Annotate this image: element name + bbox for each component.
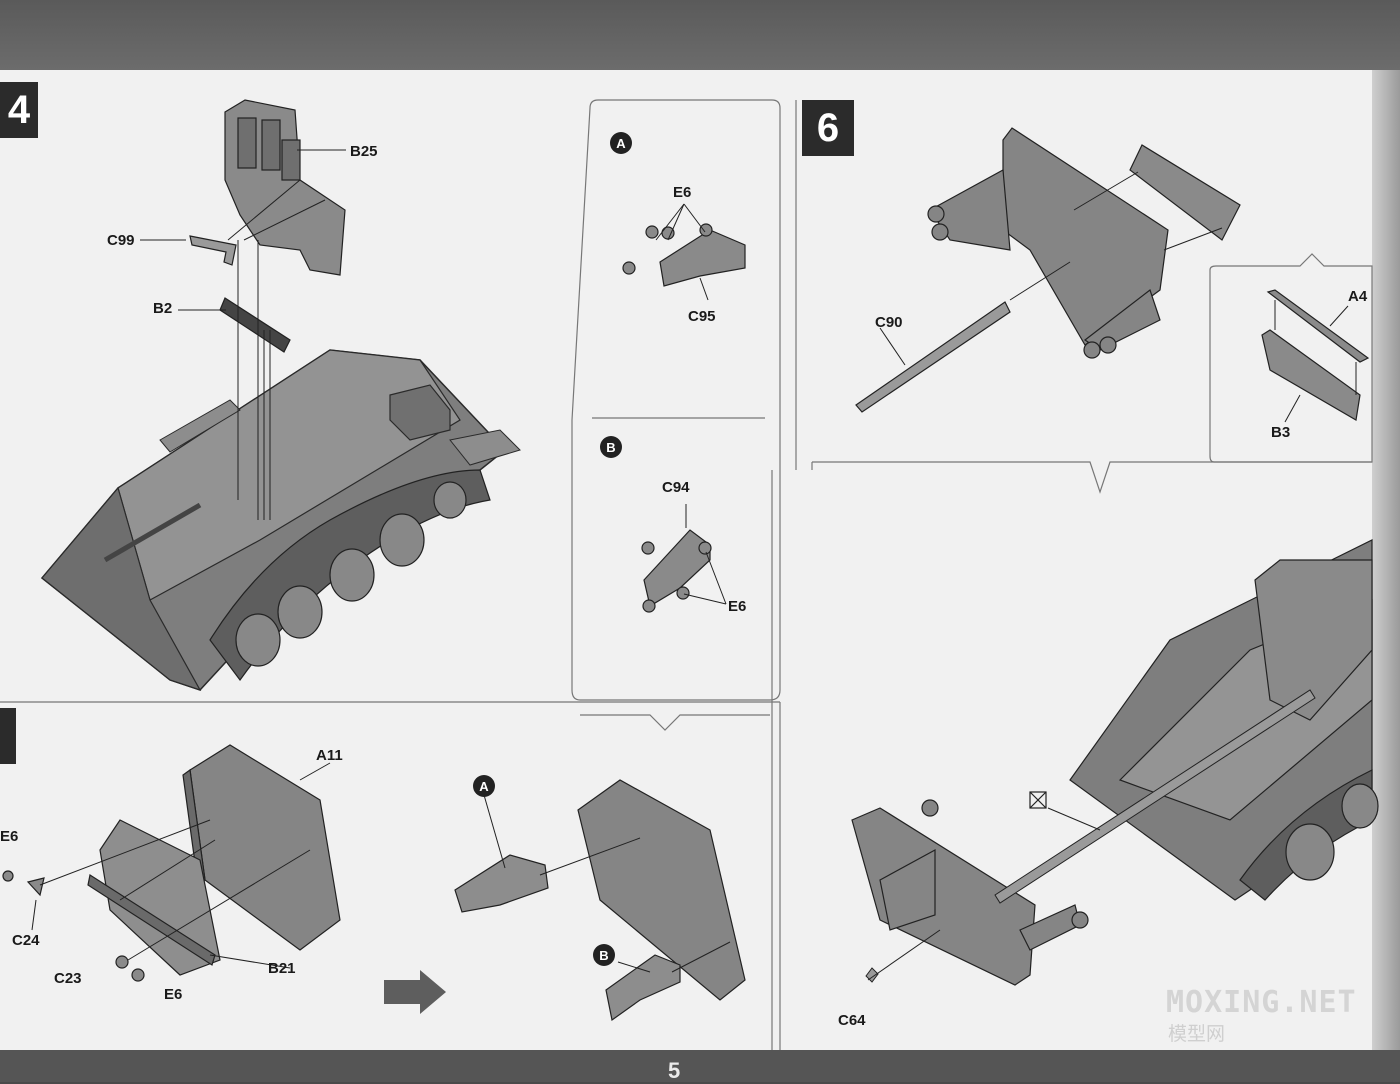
subassembly-a-marker: A <box>610 132 632 154</box>
b3-plate <box>1129 144 1241 241</box>
label-e6-b: E6 <box>728 598 747 615</box>
watermark: MOXING.NET <box>1166 985 1357 1020</box>
label-a4: A4 <box>1348 288 1368 305</box>
page-number: 5 <box>668 1058 681 1083</box>
c95-drawing <box>622 223 746 287</box>
scan-right-edge <box>1372 70 1400 1060</box>
scan-top-border <box>0 0 1400 78</box>
subassembly-b-ref: B <box>593 944 615 966</box>
assembled-plate <box>454 779 746 1022</box>
step6-frame <box>927 127 1169 359</box>
crossed-box-icon <box>1029 791 1047 809</box>
label-b25: B25 <box>350 143 378 160</box>
b25-assembly <box>189 99 346 353</box>
page-footer <box>0 1050 1400 1082</box>
label-c99: C99 <box>107 232 135 249</box>
label-c23: C23 <box>54 970 82 987</box>
subassembly-a-ref: A <box>473 775 495 797</box>
step-number-4: 4 <box>0 82 38 138</box>
label-e6-a: E6 <box>673 184 692 201</box>
label-c90: C90 <box>875 314 903 331</box>
subassembly-b-marker: B <box>600 436 622 458</box>
c94-drawing <box>641 529 712 613</box>
a4-b3-drawing <box>1261 289 1370 421</box>
label-a11: A11 <box>316 747 343 764</box>
label-e6-left: E6 <box>0 828 19 845</box>
label-c94: C94 <box>662 479 690 496</box>
watermark-sub: 模型网 <box>1168 1024 1226 1045</box>
step-number-5 <box>0 708 16 764</box>
right-arrow-icon <box>384 970 446 1014</box>
final-vehicle <box>1069 539 1379 901</box>
b21-plate <box>87 819 221 976</box>
step-number-6: 6 <box>802 100 854 156</box>
label-c64: C64 <box>838 1012 866 1029</box>
label-b3: B3 <box>1271 424 1291 441</box>
hull-drawing <box>40 349 521 692</box>
label-c24: C24 <box>12 932 40 949</box>
label-e6-bottom: E6 <box>164 986 183 1003</box>
label-b2: B2 <box>153 300 173 317</box>
a11-plate <box>182 744 341 951</box>
label-c95: C95 <box>688 308 716 325</box>
front-plate <box>851 799 1089 986</box>
label-b21: B21 <box>268 960 296 977</box>
